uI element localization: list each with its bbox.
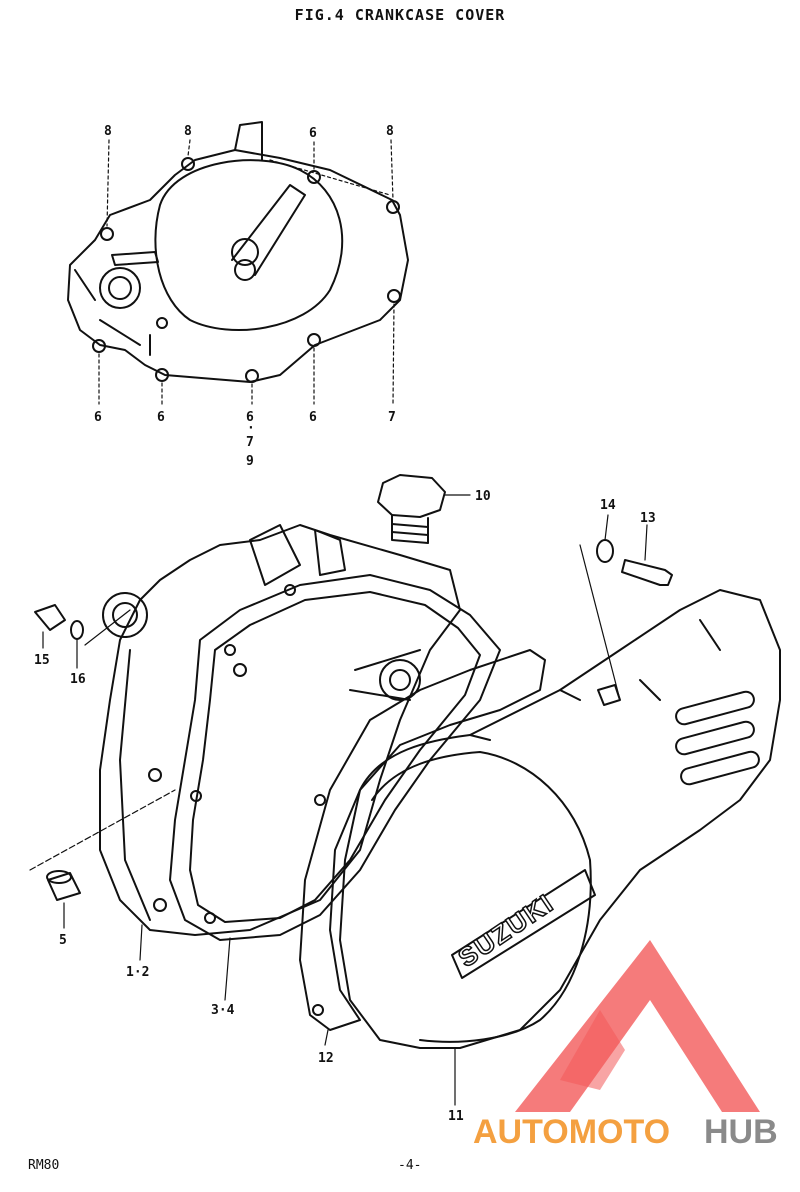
callout-1-2: 1·2: [126, 965, 149, 980]
dowel-pin: [46, 870, 81, 901]
callout-top-3: 6: [309, 126, 317, 141]
callout-bottom-4: 6: [309, 410, 317, 425]
watermark-triangle-icon: [515, 940, 760, 1112]
model-code: RM80: [28, 1158, 60, 1173]
callout-16: 16: [70, 672, 86, 687]
callout-numbers: 8 8 6 8 6 6 6 6 7 · 7 9 10 14 13 15 16 5…: [34, 124, 656, 1124]
small-bolt-and-washer: [34, 604, 84, 640]
callout-stack-1: 7: [246, 435, 254, 450]
callout-stack-2: 9: [246, 454, 254, 469]
bolt-and-washer: [596, 539, 673, 586]
callout-15: 15: [34, 653, 50, 668]
callout-3-4: 3·4: [211, 1003, 235, 1018]
callout-dot: ·: [247, 421, 255, 436]
callout-12: 12: [318, 1051, 334, 1066]
oil-filler-cap: [377, 474, 446, 544]
callout-14: 14: [600, 498, 616, 513]
callout-bottom-5: 7: [388, 410, 396, 425]
top-leaders: [98, 139, 395, 405]
gasket: [169, 574, 501, 941]
watermark-logo: AUTOMOTO HUB: [473, 940, 778, 1151]
callout-bottom-2: 6: [157, 410, 165, 425]
callout-top-1: 8: [104, 124, 112, 139]
watermark-text-1: AUTOMOTO: [473, 1113, 670, 1151]
page-number: -4-: [398, 1158, 422, 1173]
callout-bottom-1: 6: [94, 410, 102, 425]
callout-13: 13: [640, 511, 656, 526]
callout-10: 10: [475, 489, 491, 504]
exploded-leaders: [29, 494, 648, 1106]
watermark-text-2: HUB: [704, 1113, 778, 1151]
callout-bottom-3: 6: [246, 410, 254, 425]
inner-cover-top-view: [67, 121, 409, 383]
crankcase-inner-half: [99, 524, 461, 936]
callout-top-4: 8: [386, 124, 394, 139]
outer-clutch-cover: [339, 589, 781, 1049]
outer-gasket: [299, 649, 546, 1031]
callout-11: 11: [448, 1109, 464, 1124]
callout-top-2: 8: [184, 124, 192, 139]
suzuki-logo: SUZUKI: [453, 887, 560, 973]
callout-5: 5: [59, 933, 67, 948]
figure-title: FIG.4 CRANKCASE COVER: [294, 6, 506, 24]
